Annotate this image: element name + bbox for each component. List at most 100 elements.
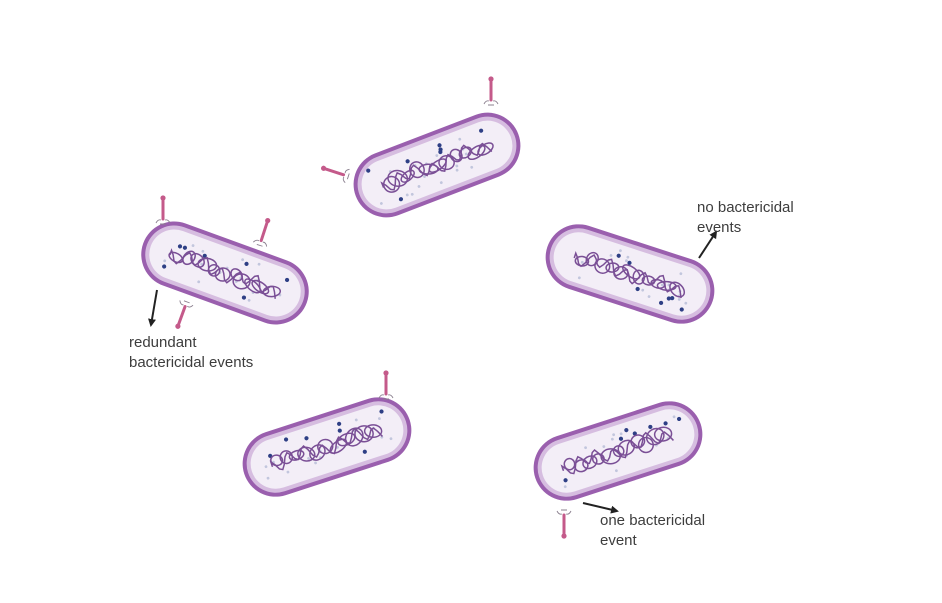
label-one-event: one bactericidal event bbox=[600, 511, 705, 551]
dna-nucleoid bbox=[560, 426, 674, 475]
ribosome bbox=[641, 288, 645, 292]
phage-fibers bbox=[179, 300, 194, 308]
ribosome bbox=[389, 437, 393, 441]
ribosome bbox=[619, 432, 623, 436]
ribosome bbox=[410, 192, 414, 196]
granule bbox=[304, 436, 309, 441]
granule bbox=[202, 253, 207, 258]
phage-head bbox=[320, 165, 327, 171]
ribosome bbox=[379, 202, 383, 205]
ribosome bbox=[625, 259, 628, 263]
ribosome bbox=[197, 280, 201, 284]
phage-fibers bbox=[155, 219, 171, 225]
ribosome bbox=[201, 249, 205, 253]
granule bbox=[616, 253, 621, 258]
cytoplasm bbox=[149, 229, 301, 317]
ribosome bbox=[626, 255, 630, 259]
ribosome bbox=[435, 154, 439, 157]
ribosome bbox=[610, 437, 614, 441]
ribosome bbox=[200, 262, 204, 266]
ribosome bbox=[612, 433, 616, 437]
ribosome bbox=[563, 485, 567, 489]
phage-tail bbox=[176, 305, 187, 328]
ribosome bbox=[577, 276, 581, 280]
ribosome bbox=[377, 417, 381, 421]
ribosome bbox=[458, 137, 462, 141]
ribosome bbox=[314, 461, 317, 465]
label-none-line2: events bbox=[697, 219, 742, 236]
phage-head bbox=[160, 195, 166, 201]
granule bbox=[337, 428, 342, 433]
granule bbox=[283, 437, 289, 442]
arrow-layer bbox=[148, 230, 718, 514]
granule bbox=[670, 296, 675, 301]
phage bbox=[320, 165, 350, 183]
granule bbox=[666, 296, 671, 301]
ribosome bbox=[679, 272, 683, 276]
granule bbox=[366, 168, 371, 173]
ribosome bbox=[439, 181, 443, 185]
bacterium bbox=[533, 401, 703, 501]
granule bbox=[627, 260, 632, 266]
label-no-events: no bactericidal events bbox=[697, 198, 794, 238]
granule bbox=[676, 416, 682, 422]
bacterium bbox=[545, 224, 715, 324]
ribosome bbox=[619, 249, 622, 253]
ribosome bbox=[191, 244, 195, 248]
granule bbox=[624, 427, 629, 433]
phage-fibers bbox=[342, 168, 350, 183]
granule bbox=[162, 264, 167, 269]
granule bbox=[635, 286, 640, 292]
phage-fibers bbox=[378, 394, 394, 400]
phage bbox=[155, 195, 171, 225]
phage bbox=[378, 370, 394, 400]
phage-head bbox=[488, 76, 494, 82]
ribosome bbox=[660, 283, 664, 287]
granule bbox=[362, 449, 367, 454]
arrow-none bbox=[698, 230, 718, 259]
ribosome bbox=[257, 262, 261, 266]
ribosome bbox=[584, 446, 587, 450]
granule bbox=[618, 436, 624, 441]
bacterium bbox=[141, 221, 309, 325]
ribosome bbox=[264, 465, 268, 469]
phage-fibers bbox=[483, 100, 499, 106]
granule bbox=[379, 409, 384, 414]
ribosome bbox=[464, 152, 468, 156]
phage-layer bbox=[155, 76, 572, 539]
phage-tail bbox=[322, 166, 346, 177]
granule bbox=[244, 261, 249, 267]
ribosome bbox=[455, 164, 459, 168]
ribosome bbox=[614, 469, 618, 473]
dna-nucleoid bbox=[269, 424, 383, 471]
dna-nucleoid bbox=[168, 248, 282, 299]
phage-head bbox=[265, 217, 271, 224]
granule bbox=[648, 424, 653, 430]
label-redundant-line1: redundant bbox=[129, 334, 197, 351]
granule bbox=[177, 244, 183, 249]
granule bbox=[337, 421, 342, 426]
granule bbox=[679, 307, 684, 312]
phage bbox=[556, 509, 572, 539]
ribosome bbox=[602, 445, 606, 448]
ribosome bbox=[241, 258, 245, 262]
granule bbox=[563, 478, 568, 483]
label-redundant-line2: bactericidal events bbox=[129, 354, 254, 371]
granule bbox=[405, 159, 410, 164]
ribosome bbox=[286, 470, 290, 474]
label-redundant-events: redundant bactericidal events bbox=[129, 333, 253, 373]
ribosome bbox=[307, 457, 310, 460]
ribosome bbox=[470, 165, 474, 169]
ribosome bbox=[647, 295, 651, 298]
granule bbox=[182, 245, 188, 250]
phage-head bbox=[561, 533, 567, 539]
dna-nucleoid bbox=[573, 251, 686, 299]
dna-nucleoid bbox=[380, 142, 494, 193]
ribosome bbox=[336, 445, 339, 449]
granule bbox=[663, 421, 668, 426]
ribosome bbox=[609, 254, 613, 257]
bacterium bbox=[242, 397, 412, 497]
cytoplasm bbox=[361, 120, 513, 210]
ribosome bbox=[423, 175, 426, 178]
ribosome bbox=[354, 418, 358, 422]
